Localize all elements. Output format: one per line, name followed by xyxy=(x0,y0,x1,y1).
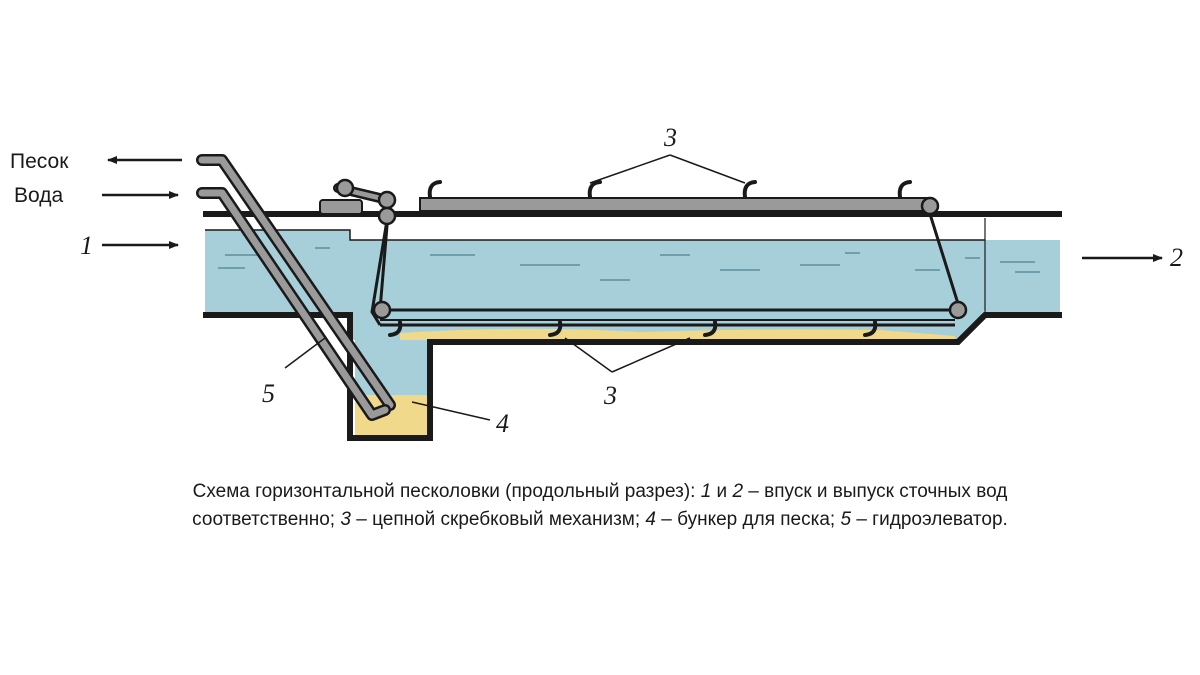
label-2: 2 xyxy=(1170,243,1183,272)
figure-caption: Схема горизонтальной песколовки (продоль… xyxy=(192,481,1008,530)
label-4: 4 xyxy=(496,409,509,438)
flow-arrows xyxy=(102,156,1163,262)
chain-scraper xyxy=(335,178,968,337)
drive-mount xyxy=(319,199,363,215)
label-3-top: 3 xyxy=(663,123,677,152)
leader-lines xyxy=(284,154,746,421)
label-1: 1 xyxy=(80,231,93,260)
sand-sediment xyxy=(355,328,955,440)
label-5: 5 xyxy=(262,379,275,408)
hydro-elevator xyxy=(196,154,396,421)
label-sand: Песок xyxy=(10,150,69,173)
label-water: Вода xyxy=(14,184,63,207)
label-3-bottom: 3 xyxy=(603,381,617,410)
sand-trap-diagram: Песок Вода 1 2 3 3 4 5 xyxy=(10,123,1183,441)
water-body xyxy=(205,230,1060,395)
